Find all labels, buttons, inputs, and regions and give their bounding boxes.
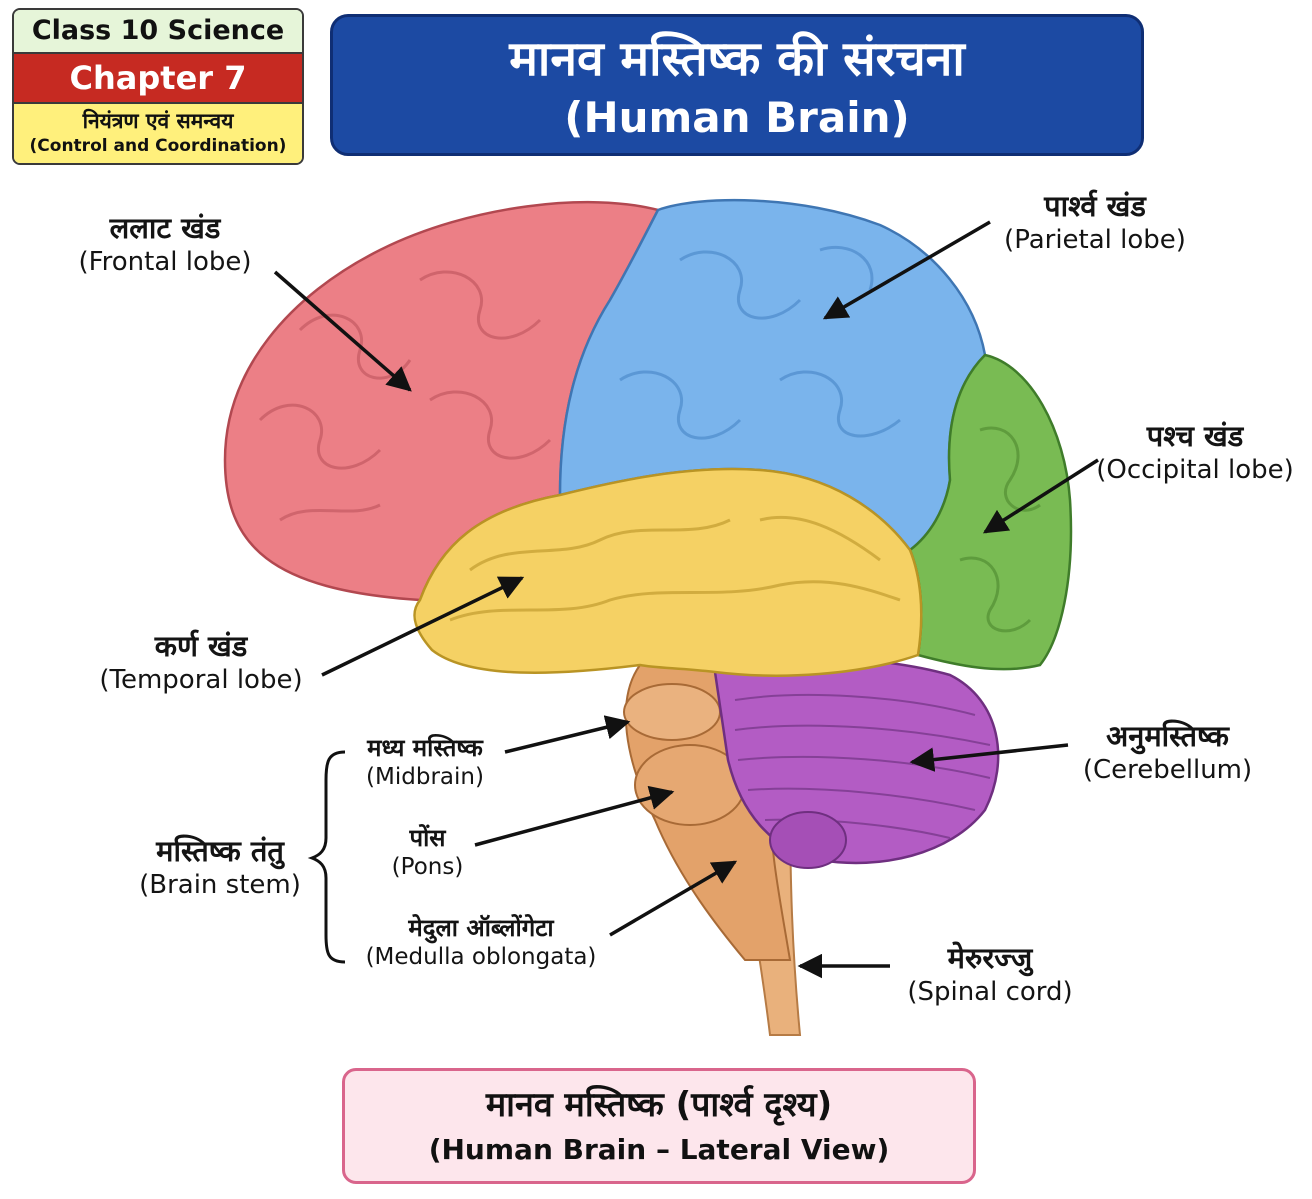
caption-hindi: मानव मस्तिष्क (पार्श्व दृश्य) bbox=[485, 1085, 833, 1125]
label-pons-hindi: पोंस bbox=[409, 824, 446, 852]
caption-english: (Human Brain – Lateral View) bbox=[428, 1133, 890, 1166]
midbrain-shape bbox=[623, 683, 721, 741]
label-brainstem-hindi: मस्तिष्क तंतु bbox=[156, 834, 284, 868]
arrow-pons bbox=[474, 785, 675, 847]
chapter-label: Chapter 7 bbox=[14, 54, 302, 104]
parietal-gyri bbox=[619, 245, 901, 440]
label-spinal-english: (Spinal cord) bbox=[907, 977, 1073, 1008]
label-parietal-english: (Parietal lobe) bbox=[1004, 225, 1186, 256]
arrow-temporal bbox=[321, 576, 525, 677]
label-midbrain: मध्य मस्तिष्क (Midbrain) bbox=[350, 733, 500, 792]
label-frontal-english: (Frontal lobe) bbox=[78, 247, 252, 278]
class-label: Class 10 Science bbox=[14, 10, 302, 54]
arrow-occipital bbox=[982, 458, 1099, 534]
label-occipital: पश्च खंड (Occipital lobe) bbox=[1090, 418, 1300, 487]
label-cerebellum: अनुमस्तिष्क (Cerebellum) bbox=[1070, 718, 1265, 787]
label-pons: पोंस (Pons) bbox=[380, 823, 475, 882]
arrow-frontal bbox=[273, 270, 412, 392]
arrow-parietal bbox=[822, 220, 991, 320]
diagram-caption: मानव मस्तिष्क (पार्श्व दृश्य) (Human Bra… bbox=[342, 1068, 976, 1184]
label-spinal-hindi: मेरुरज्जु bbox=[947, 941, 1033, 975]
label-midbrain-english: (Midbrain) bbox=[366, 764, 484, 790]
label-occipital-hindi: पश्च खंड bbox=[1146, 419, 1244, 453]
leader-arrows bbox=[273, 220, 1099, 979]
label-brainstem-english: (Brain stem) bbox=[139, 870, 301, 901]
label-frontal-hindi: ललाट खंड bbox=[109, 211, 221, 245]
arrow-midbrain bbox=[504, 715, 631, 754]
label-midbrain-hindi: मध्य मस्तिष्क bbox=[367, 734, 483, 762]
label-pons-english: (Pons) bbox=[391, 854, 464, 880]
label-medulla-english: (Medulla oblongata) bbox=[365, 944, 597, 970]
page-title: मानव मस्तिष्क की संरचना (Human Brain) bbox=[330, 14, 1144, 156]
label-parietal-hindi: पार्श्व खंड bbox=[1044, 189, 1146, 223]
chapter-badge: Class 10 Science Chapter 7 नियंत्रण एवं … bbox=[12, 8, 304, 165]
label-medulla-hindi: मेदुला ऑब्लोंगेटा bbox=[408, 914, 554, 942]
label-temporal: कर्ण खंड (Temporal lobe) bbox=[85, 628, 317, 697]
arrow-medulla bbox=[609, 860, 738, 937]
label-cerebellum-english: (Cerebellum) bbox=[1082, 755, 1253, 786]
temporal-gyri bbox=[449, 515, 901, 622]
temporal-lobe-shape bbox=[413, 467, 923, 677]
topic-hindi: नियंत्रण एवं समन्वय bbox=[82, 109, 234, 133]
title-english: (Human Brain) bbox=[564, 93, 910, 142]
arrow-cerebellum bbox=[909, 743, 1069, 772]
label-temporal-hindi: कर्ण खंड bbox=[154, 629, 248, 663]
label-spinal: मेरुरज्जु (Spinal cord) bbox=[895, 940, 1085, 1009]
cerebellum-lower-lobe bbox=[769, 811, 847, 869]
label-frontal: ललाट खंड (Frontal lobe) bbox=[60, 210, 270, 279]
label-medulla: मेदुला ऑब्लोंगेटा (Medulla oblongata) bbox=[352, 913, 610, 972]
brainstem-brace bbox=[307, 750, 346, 964]
label-occipital-english: (Occipital lobe) bbox=[1096, 455, 1294, 486]
label-temporal-english: (Temporal lobe) bbox=[99, 665, 303, 696]
topic-label: नियंत्रण एवं समन्वय (Control and Coordin… bbox=[14, 104, 302, 163]
label-brainstem: मस्तिष्क तंतु (Brain stem) bbox=[130, 833, 310, 902]
label-cerebellum-hindi: अनुमस्तिष्क bbox=[1106, 719, 1229, 753]
label-parietal: पार्श्व खंड (Parietal lobe) bbox=[990, 188, 1200, 257]
title-hindi: मानव मस्तिष्क की संरचना bbox=[509, 31, 965, 87]
topic-english: (Control and Coordination) bbox=[29, 136, 287, 156]
